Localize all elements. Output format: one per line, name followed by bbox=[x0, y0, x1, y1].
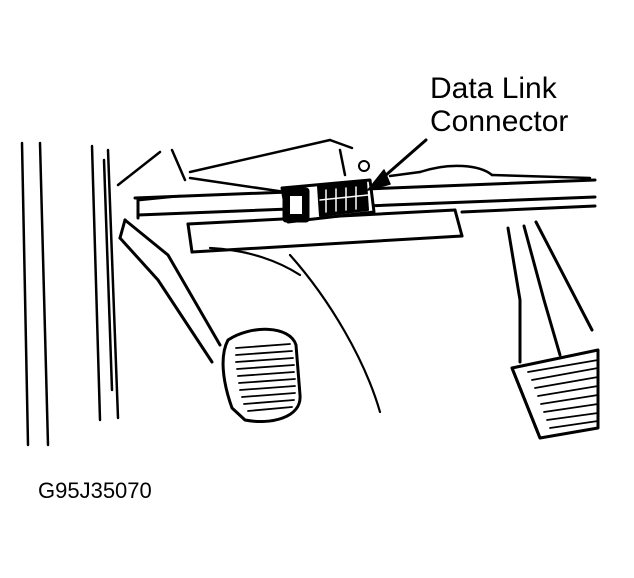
callout-line-1: Data Link bbox=[430, 72, 557, 105]
door-pillar bbox=[22, 143, 118, 445]
brake-pedal-arm bbox=[120, 220, 220, 362]
callout-label: Data Link Connector bbox=[430, 72, 568, 138]
data-link-connector bbox=[282, 161, 374, 222]
callout-arrow bbox=[368, 140, 426, 190]
accelerator-pedal-pad bbox=[512, 350, 598, 438]
dash-panel bbox=[118, 140, 590, 200]
accelerator-pedal-arm bbox=[508, 222, 592, 362]
figure-id: G95J35070 bbox=[38, 478, 152, 503]
floor-contour bbox=[210, 248, 380, 412]
callout-line-2: Connector bbox=[430, 105, 569, 138]
brake-pedal-pad bbox=[223, 329, 300, 421]
